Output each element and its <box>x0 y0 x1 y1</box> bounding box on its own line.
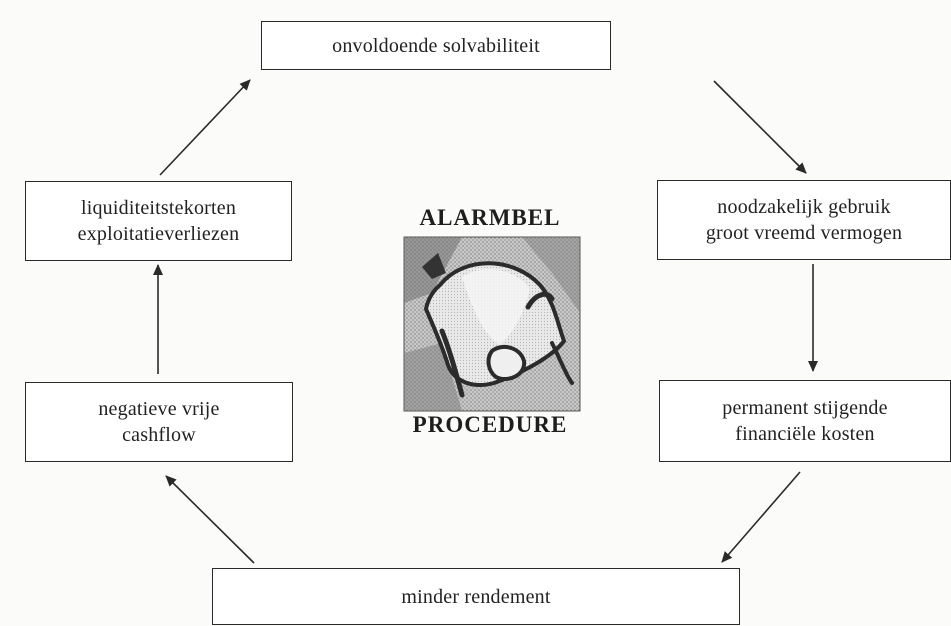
box-right-lower-line-2: financiële kosten <box>735 423 875 445</box>
box-right-upper-line-2: groot vreemd vermogen <box>705 222 903 244</box>
box-minder-rendement: minder rendement <box>212 568 740 625</box>
box-negatieve-vrije-cashflow: negatieve vrije cashflow <box>25 382 293 462</box>
arrow-bottom-to-left-lower <box>165 475 255 564</box>
box-right-lower-line-1: permanent stijgende <box>722 397 888 419</box>
arrow-top-to-right-upper <box>713 80 807 174</box>
alarmbel-title: ALARMBEL <box>419 205 561 230</box>
arrow-right-lower-to-bottom <box>721 471 801 563</box>
alarm-bell-icon <box>403 236 581 412</box>
box-top-text: onvoldoende solvabiliteit <box>332 34 540 57</box>
box-right-upper-line-1: noodzakelijk gebruik <box>717 196 891 218</box>
box-liquiditeitstekorten: liquiditeitstekorten exploitatieverlieze… <box>25 181 292 261</box>
procedure-title: PROCEDURE <box>412 412 568 437</box>
box-bottom-text: minder rendement <box>401 585 551 608</box>
box-left-lower-line-1: negatieve vrije <box>98 398 220 420</box>
box-onvoldoende-solvabiliteit: onvoldoende solvabiliteit <box>261 21 611 70</box>
box-left-upper-line-2: exploitatieverliezen <box>77 223 240 245</box>
box-noodzakelijk-gebruik: noodzakelijk gebruik groot vreemd vermog… <box>657 180 951 260</box>
box-permanent-stijgende: permanent stijgende financiële kosten <box>659 380 951 462</box>
arrow-left-upper-to-top <box>159 79 251 176</box>
box-left-lower-line-2: cashflow <box>122 424 196 446</box>
box-left-upper-line-1: liquiditeitstekorten <box>80 197 237 219</box>
